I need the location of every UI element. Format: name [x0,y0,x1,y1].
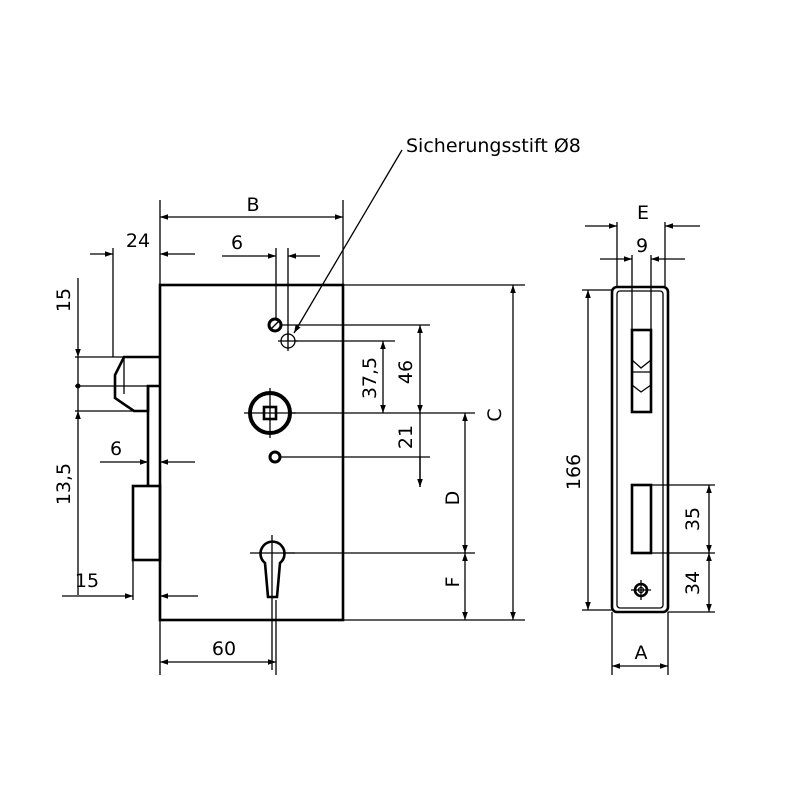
pin-hole [267,317,283,333]
dim-35-label: 35 [682,507,704,531]
dim-15-left-label: 15 [53,288,75,312]
dim-6-mid-label: 6 [110,438,122,460]
latch [113,355,160,413]
dim-60-label: 60 [212,638,236,660]
dim-F-label: F [442,577,464,588]
dim-E-label: E [637,202,649,224]
dim-24-label: 24 [126,230,150,252]
dim-A-label: A [635,642,648,664]
bolt-opening [630,483,653,555]
side-view: E 9 166 35 34 A [563,202,715,675]
screw-hole [268,450,282,464]
dim-6-top-label: 6 [231,232,243,254]
lock-body [158,283,345,622]
bolt [131,484,162,562]
annotation-leader [293,149,403,334]
cylinder-keyhole [259,540,286,599]
dim-B-label: B [246,194,259,216]
latch-opening [630,328,653,414]
front-view: B 24 6 15 13,5 6 15 60 37,5 46 21 D F C … [53,135,581,675]
dim-166-label: 166 [563,454,585,490]
spindle-hub [244,388,296,438]
dim-46-label: 46 [395,360,417,384]
screw [631,580,651,600]
dim-34-label: 34 [682,571,704,595]
annotation-label: Sicherungsstift Ø8 [406,135,581,157]
dim-37-5-label: 37,5 [359,357,381,399]
dim-9-label: 9 [636,235,648,257]
dim-15-bottom-label: 15 [75,570,99,592]
dim-21-label: 21 [395,425,417,449]
dim-D-label: D [442,491,464,506]
dim-13-5-label: 13,5 [53,463,75,505]
dim-C-label: C [484,408,506,421]
faceplate [610,285,670,614]
